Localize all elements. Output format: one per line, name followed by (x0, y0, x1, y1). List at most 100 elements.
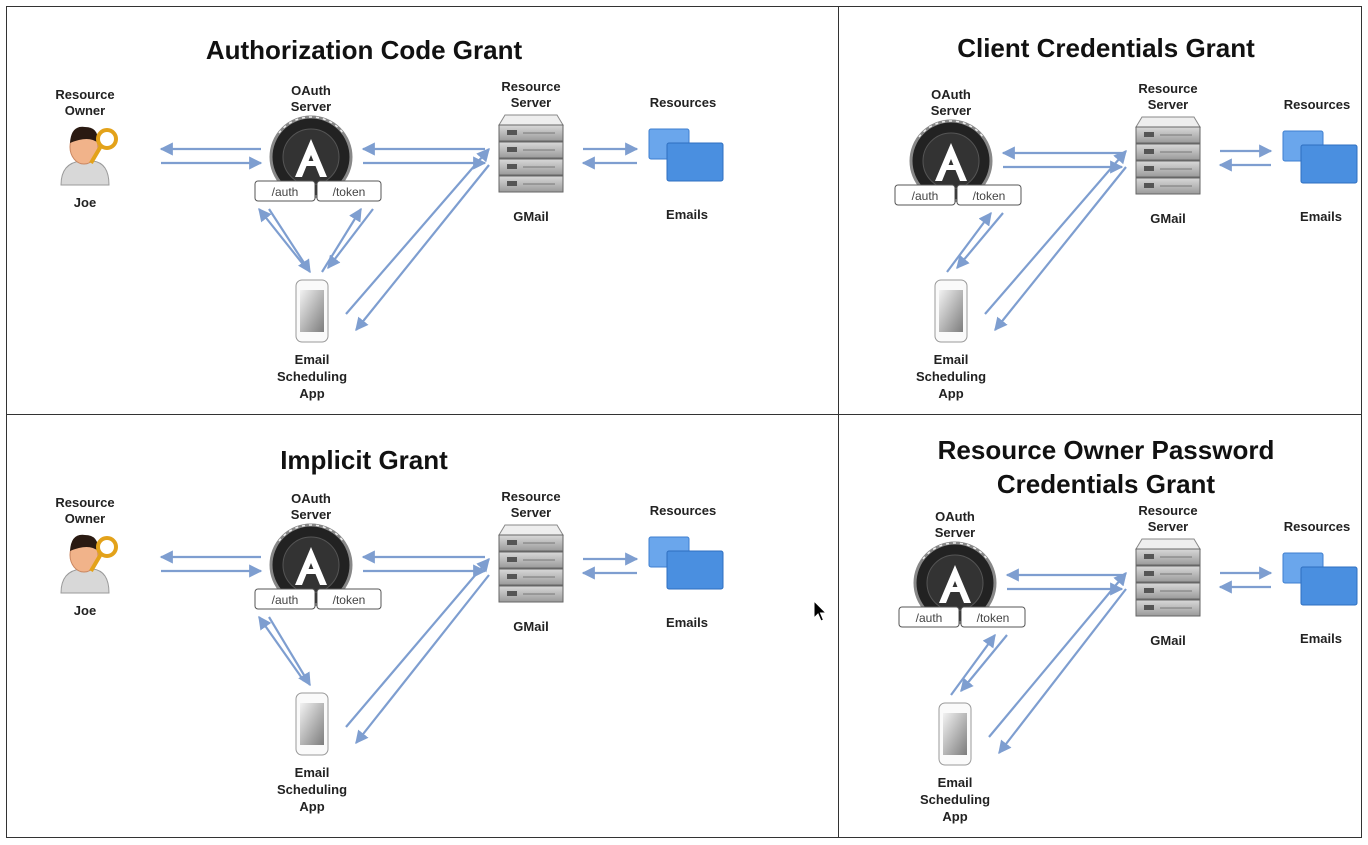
arrow-app-to-server (345, 557, 490, 728)
resource-owner-label: Owner (65, 511, 105, 526)
app-label: App (938, 386, 963, 401)
smartphone-icon (295, 692, 329, 756)
arrow-app-to-auth (258, 615, 305, 682)
arrow-app-to-auth (258, 207, 307, 269)
app-label: Scheduling (916, 369, 986, 384)
resource-server-label: Server (1148, 97, 1188, 112)
oauth-endpoints (894, 184, 1022, 206)
oauth-endpoints (254, 180, 382, 202)
oauth-logo-icon (269, 115, 353, 199)
app-label: Scheduling (277, 782, 347, 797)
resource-server-label: Resource (1138, 503, 1197, 518)
auth-endpoint: /auth (916, 611, 943, 625)
arrow-auth-to-app (268, 208, 311, 274)
resource-owner-label: Resource (55, 87, 114, 102)
arrow-token-to-app (960, 634, 1008, 693)
arrow-server-to-app (994, 166, 1127, 332)
arrow-server-to-app (355, 574, 490, 745)
arrow-app-to-token (950, 633, 996, 696)
resource-server-label: Resource (1138, 81, 1197, 96)
resources-label: Resources (650, 503, 716, 518)
email-folders-icon (648, 536, 724, 590)
server-rack-icon (498, 524, 564, 603)
oauth-server-label: OAuth (935, 509, 975, 524)
token-endpoint: /token (333, 185, 366, 199)
resource-owner-label: Owner (65, 103, 105, 118)
server-rack-icon (1135, 538, 1201, 617)
gmail-label: GMail (1150, 211, 1185, 226)
resource-owner-name: Joe (74, 603, 96, 618)
oauth-server-label: OAuth (291, 83, 331, 98)
resource-server-label: Resource (501, 79, 560, 94)
arrow-token-to-app (956, 212, 1004, 270)
oauth-server-label: Server (931, 103, 971, 118)
email-folders-icon (1282, 130, 1358, 184)
gmail-label: GMail (513, 209, 548, 224)
app-label: App (942, 809, 967, 824)
resource-owner-label: Resource (55, 495, 114, 510)
arrow-app-to-token (321, 207, 362, 273)
gmail-label: GMail (513, 619, 548, 634)
smartphone-icon (938, 702, 972, 766)
token-endpoint: /token (333, 593, 366, 607)
app-label: App (299, 386, 324, 401)
auth-endpoint: /auth (272, 593, 299, 607)
arrow-server-to-app (998, 588, 1127, 755)
oauth-server-label: Server (291, 507, 331, 522)
oauth-server-label: Server (935, 525, 975, 540)
resource-server-label: Server (1148, 519, 1188, 534)
oauth-endpoints (254, 588, 382, 610)
resource-server-label: Server (511, 95, 551, 110)
oauth-server-label: Server (291, 99, 331, 114)
person-with-key-icon (60, 126, 118, 186)
app-label: Email (295, 765, 330, 780)
panel-title: Credentials Grant (997, 469, 1216, 499)
arrow-app-to-server (988, 571, 1127, 738)
app-label: App (299, 799, 324, 814)
arrow-app-to-server (345, 148, 490, 315)
app-label: Email (295, 352, 330, 367)
smartphone-icon (295, 279, 329, 343)
app-label: Scheduling (277, 369, 347, 384)
auth-endpoint: /auth (272, 185, 299, 199)
resources-label: Resources (1284, 519, 1350, 534)
email-folders-icon (1282, 552, 1358, 606)
arrow-token-to-app (327, 208, 374, 270)
oauth-endpoints (898, 606, 1026, 628)
token-endpoint: /token (973, 189, 1006, 203)
resource-server-label: Resource (501, 489, 560, 504)
oauth-logo-icon (909, 119, 993, 203)
resources-label: Resources (1284, 97, 1350, 112)
gmail-label: GMail (1150, 633, 1185, 648)
token-endpoint: /token (977, 611, 1010, 625)
resource-server-label: Server (511, 505, 551, 520)
arrow-auth-to-app (268, 616, 311, 687)
emails-label: Emails (666, 615, 708, 630)
email-folders-icon (648, 128, 724, 182)
person-with-key-icon (60, 534, 118, 594)
panel-title: Implicit Grant (280, 445, 448, 475)
arrow-app-to-server (984, 150, 1127, 315)
arrow-server-to-app (355, 164, 490, 332)
emails-label: Emails (1300, 209, 1342, 224)
app-label: Email (938, 775, 973, 790)
emails-label: Emails (666, 207, 708, 222)
emails-label: Emails (1300, 631, 1342, 646)
resources-label: Resources (650, 95, 716, 110)
server-rack-icon (498, 114, 564, 193)
resource-owner-name: Joe (74, 195, 96, 210)
app-label: Scheduling (920, 792, 990, 807)
panel-title: Resource Owner Password (938, 435, 1275, 465)
panel-title: Client Credentials Grant (957, 33, 1255, 63)
auth-endpoint: /auth (912, 189, 939, 203)
mouse-pointer-icon (813, 600, 828, 622)
app-label: Email (934, 352, 969, 367)
smartphone-icon (934, 279, 968, 343)
panel-title: Authorization Code Grant (206, 35, 523, 65)
arrow-app-to-token (946, 211, 992, 273)
oauth-server-label: OAuth (931, 87, 971, 102)
